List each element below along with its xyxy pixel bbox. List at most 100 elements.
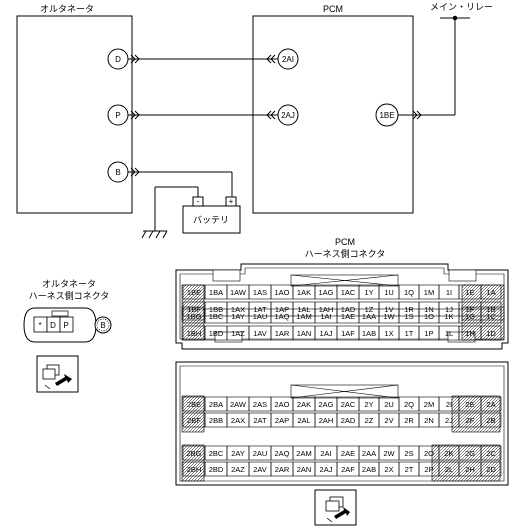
pcm-connector-1-pin-label: 1BE <box>187 288 201 297</box>
pcm-connector-2-pin-label: 2AL <box>297 416 310 425</box>
pcm-connector-1-pin-label: 1AZ <box>231 329 245 338</box>
pcm-connector-2-pin-label: 2AC <box>341 400 356 409</box>
pcm-connector-2-pin-label: 2W <box>383 449 395 458</box>
pcm-connector-2-pin-label: 2F <box>466 416 475 425</box>
pcm-connector-2-pin-label: 2BH <box>187 465 202 474</box>
pcm-connector-2-pin-label: 2AY <box>231 449 245 458</box>
pcm-connector-1-pin-label: 1AE <box>341 312 355 321</box>
pcm-connector-2-pin-label: 2AB <box>362 465 376 474</box>
pcm-connector-1-pin-label: 1B <box>486 305 495 314</box>
pcm-connector-2-pin-label: 2AI <box>320 449 331 458</box>
pcm-connector-2-pin-label: 2BD <box>209 465 224 474</box>
alternator-connector: * D P <box>23 307 97 343</box>
pcm-connector-2-pin-label: 2D <box>486 465 496 474</box>
pcm-connector-2-pin-label: 2G <box>465 449 475 458</box>
pcm-connector-1-pin-label: 1AX <box>231 305 245 314</box>
alt-connector-orientation-icon <box>36 355 79 393</box>
pcm-connector-1-pin-label: 1BB <box>209 305 223 314</box>
pcm-connector-1-pin-label: 1I <box>446 288 452 297</box>
pcm-connector-2-pin-label: 2AN <box>297 465 312 474</box>
pcm-connector-2-pin-label: 2AT <box>253 416 267 425</box>
pcm-connector-1-pin-label: 1AL <box>297 305 310 314</box>
pcm-connector-1-pin-label: 1AB <box>362 329 376 338</box>
pcm-connector-1-pin-label: 1H <box>465 329 475 338</box>
pcm-connector-1-pin-label: 1AH <box>319 305 334 314</box>
pcm-connector-2-pin-label: 2AF <box>341 465 355 474</box>
pcm-connector-2-cell-frame <box>480 396 502 412</box>
pcm-connector-2-pin-label: 2H <box>465 465 475 474</box>
alternator-pin-d: D <box>107 48 129 70</box>
pcm-connector-1-pin-label: 1K <box>444 312 453 321</box>
alternator-pin-b: B <box>107 161 129 183</box>
alt-harness-title-1: オルタネータ <box>42 279 96 289</box>
pcm-connector-1-pin-label: 1AA <box>362 312 376 321</box>
pcm-connector-2-pin-label: 2C <box>486 449 496 458</box>
pcm-connector-2-cell-frame <box>480 445 502 461</box>
pcm-connector-1-pin-label: 1AV <box>253 329 267 338</box>
pcm-connector-1-pin-label: 1BF <box>187 305 201 314</box>
pcm-connector-2-pin-label: 2AX <box>231 416 245 425</box>
battery-minus-label: - <box>197 197 200 206</box>
pcm-pin-2ai: 2AI <box>277 48 299 70</box>
pcm-connector-1-pin-label: 1C <box>486 312 496 321</box>
pcm-connector-2-pin-label: 2R <box>404 416 414 425</box>
pcm-connector-1-pin-label: 1AS <box>253 288 267 297</box>
pcm-connector-1-cell-frame <box>480 308 502 324</box>
pcm-connector-2-pin-label: 2BG <box>186 449 201 458</box>
pcm-connector-2-pin-label: 2Q <box>404 400 414 409</box>
pcm-connector-2-pin-label: 2AK <box>297 400 311 409</box>
pcm-connector-2-pin-label: 2AR <box>275 465 290 474</box>
pcm-connector-2-pin-label: 2S <box>404 449 413 458</box>
svg-text:*: * <box>38 321 41 330</box>
pcm-connector-1-pin-label: 1Z <box>365 305 374 314</box>
pcm-connector-2-pin-label: 2AU <box>253 449 268 458</box>
svg-text:P: P <box>115 111 120 120</box>
pcm-connector-1-pin-label: 1AG <box>318 288 333 297</box>
pcm-connector-2-pin-label: 2AJ <box>320 465 333 474</box>
pcm-connector-2-pin-label: 2BC <box>209 449 224 458</box>
alternator-label: オルタネータ <box>40 4 94 14</box>
pcm-connector-2-pin-label: 2K <box>444 449 453 458</box>
pcm-connector-1-pin-label: 1BH <box>187 329 202 338</box>
pcm-connector-1-pin-label: 1G <box>465 312 475 321</box>
pcm-connector-1-pin-label: 1AN <box>297 329 312 338</box>
main-relay-label: メイン・リレー <box>430 2 493 12</box>
pcm-connector-1-pin-label: 1N <box>424 305 434 314</box>
svg-text:D: D <box>50 321 56 330</box>
pcm-connector-2-pin-label: 2AA <box>362 449 376 458</box>
pcm-connector-2-pin-label: 2N <box>424 416 434 425</box>
pcm-connector-1-pin-label: 1F <box>466 305 475 314</box>
pcm-connector-2-pin-label: 2AP <box>275 416 289 425</box>
pcm-connector-2-pin-label: 2AQ <box>274 449 289 458</box>
pcm-connector-1-pin-label: 1BD <box>209 329 224 338</box>
pcm-connector-1-cell-frame <box>480 284 502 300</box>
svg-text:D: D <box>115 55 121 64</box>
pcm-connector-2-pin-label: 2AO <box>274 400 289 409</box>
pcm-connector-2-pin-label: 2Z <box>365 416 374 425</box>
wire-d-2ai <box>128 54 278 64</box>
ground-symbol <box>141 230 168 239</box>
pcm-connector-1-pin-label: 1BC <box>209 312 224 321</box>
pcm-connector-1-pin-label: 1Q <box>404 288 414 297</box>
pcm-connector-2-pin-label: 2Y <box>364 400 373 409</box>
pcm-connector-2-pin-label: 2AE <box>341 449 355 458</box>
pcm-connector-2-pin-label: 2V <box>384 416 393 425</box>
pcm-connector-2-pin-label: 2BA <box>209 400 223 409</box>
pcm-connector-1-pin-label: 1AT <box>253 305 267 314</box>
svg-text:B: B <box>100 321 105 330</box>
svg-text:2AJ: 2AJ <box>281 111 295 120</box>
pcm-connector-1-pin-label: 1W <box>383 312 395 321</box>
pcm-connector-1-pin-label: 1Y <box>364 288 373 297</box>
pcm-connector-1-pin-label: 1D <box>486 329 496 338</box>
pcm-connector-2-cell-frame <box>480 461 502 477</box>
pcm-harness-title-1: PCM <box>335 237 355 247</box>
pcm-connector-1-pin-label: 1AC <box>341 288 356 297</box>
pcm-connector-1-pin-label: 1BA <box>209 288 223 297</box>
pcm-connector-1-pin-label: 1R <box>404 305 414 314</box>
pcm-connector-2-pin-label: 2A <box>486 400 495 409</box>
pcm-connector-2-cell-frame <box>480 412 502 428</box>
pcm-connector-1-pin-label: 1AF <box>341 329 355 338</box>
svg-text:P: P <box>63 321 68 330</box>
